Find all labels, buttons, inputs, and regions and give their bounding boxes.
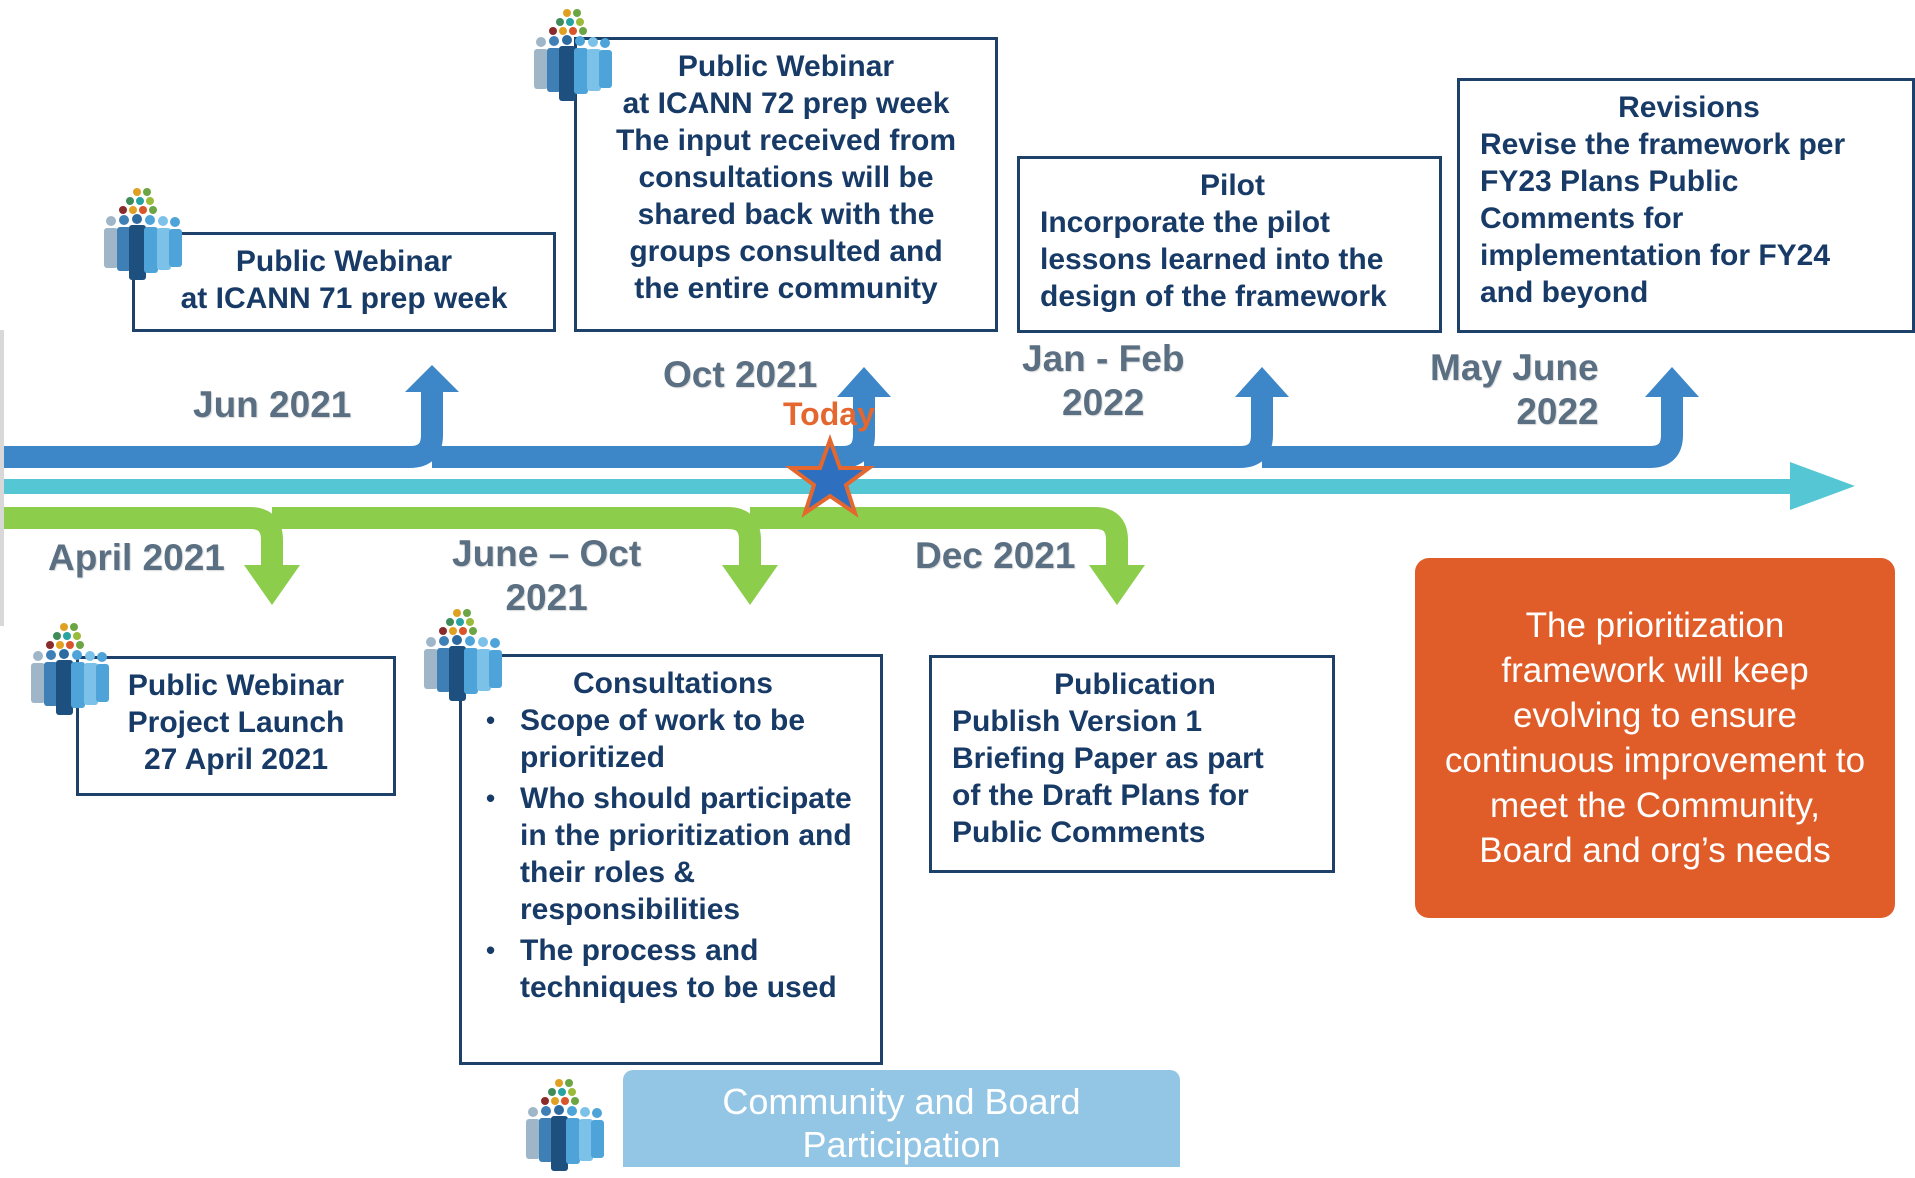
down-arrow-dec-2021 [1089,565,1145,605]
date-line-2: 2022 [1516,391,1599,432]
milestone-line: at ICANN 72 prep week [622,87,950,120]
up-arrow-jun-2021 [405,365,459,392]
legend-text: Community and Board Participation [722,1081,1081,1165]
milestone-box-jun-2021: Public Webinar at ICANN 71 prep week [132,232,556,332]
people-group-icon [519,1078,611,1178]
date-line-1: June – Oct [452,533,642,574]
today-star-icon [784,434,876,518]
date-line-2: 2021 [505,577,588,618]
milestone-line: The input received from [615,124,957,157]
bottom-green-arrows [0,507,1128,568]
milestone-line: groups consulted and [629,235,943,268]
up-arrow-oct-2021 [837,367,891,397]
milestone-line: Incorporate the pilot [1040,206,1331,239]
left-edge-marker [0,330,4,626]
date-june-oct-2021: June – Oct 2021 [452,532,641,620]
top-blue-arrows [0,390,1683,468]
milestone-line: the entire community [634,272,938,305]
milestone-line: of the Draft Plans for [952,779,1249,812]
date-jun-2021: Jun 2021 [193,384,352,425]
people-group-icon [24,622,116,722]
bullet-item: Who should participate in the prioritiza… [486,780,870,928]
down-arrow-june-oct-2021 [722,565,778,605]
date-line-1: Jan - Feb [1022,338,1185,379]
milestone-line: Revise the framework per [1480,128,1846,161]
people-group-icon [527,8,619,108]
milestone-title: Pilot [1200,169,1265,202]
down-arrow-april-2021 [244,565,300,605]
milestone-line: Comments for [1480,202,1684,235]
milestone-line: Briefing Paper as part [952,742,1264,775]
milestone-box-jan-feb-2022: Pilot Incorporate the pilot lessons lear… [1017,156,1442,333]
milestone-line: implementation for FY24 [1480,239,1831,272]
date-oct-2021: Oct 2021 [663,354,818,395]
milestone-line: Publish Version 1 [952,705,1203,738]
milestone-title: Publication [1054,668,1216,701]
date-jan-feb-2022: Jan - Feb 2022 [1022,337,1184,425]
milestone-title: Consultations [573,667,773,700]
community-board-legend: Community and Board Participation [623,1070,1180,1167]
milestone-box-oct-2021: Public Webinar at ICANN 72 prep week The… [574,37,998,332]
date-april-2021: April 2021 [48,537,225,578]
milestone-line: consultations will be [638,161,934,194]
people-group-icon [97,187,189,287]
up-arrow-jan-feb-2022 [1235,367,1289,397]
milestone-title: Public Webinar [677,50,895,83]
bullet-item: The process and techniques to be used [486,932,870,1006]
date-line-2: 2022 [1062,382,1145,423]
milestone-box-dec-2021: Publication Publish Version 1 Briefing P… [929,655,1335,873]
milestone-line: at ICANN 71 prep week [180,282,508,315]
milestone-line: lessons learned into the [1040,243,1384,276]
milestone-line: shared back with the [637,198,935,231]
milestone-line: and beyond [1480,276,1649,309]
up-arrow-may-june-2022 [1645,367,1699,397]
milestone-title: Public Webinar [235,245,453,278]
date-may-june-2022: May June 2022 [1430,346,1599,434]
main-timeline-arrow [0,462,1855,510]
milestone-line: design of the framework [1040,280,1387,313]
callout-text: The prioritization framework will keep e… [1444,606,1866,870]
bullet-item: Scope of work to be prioritized [486,702,870,776]
today-label: Today [783,396,875,432]
milestone-box-april-2021: Public Webinar Project Launch 27 April 2… [76,656,396,796]
date-line-1: May June [1430,347,1599,388]
date-dec-2021: Dec 2021 [915,535,1076,576]
consultation-bullets: Scope of work to be prioritized Who shou… [476,702,870,1006]
milestone-line: 27 April 2021 [144,743,328,776]
milestone-line: Public Comments [952,816,1206,849]
milestone-title: Public Webinar [127,669,345,702]
milestone-title: Revisions [1618,91,1760,124]
milestone-line: FY23 Plans Public [1480,165,1739,198]
milestone-box-june-oct-2021: Consultations Scope of work to be priori… [459,654,883,1065]
milestone-line: Project Launch [127,706,345,739]
milestone-box-may-june-2022: Revisions Revise the framework per FY23 … [1457,78,1915,333]
continuous-improvement-callout: The prioritization framework will keep e… [1415,558,1895,918]
people-group-icon [417,608,509,708]
